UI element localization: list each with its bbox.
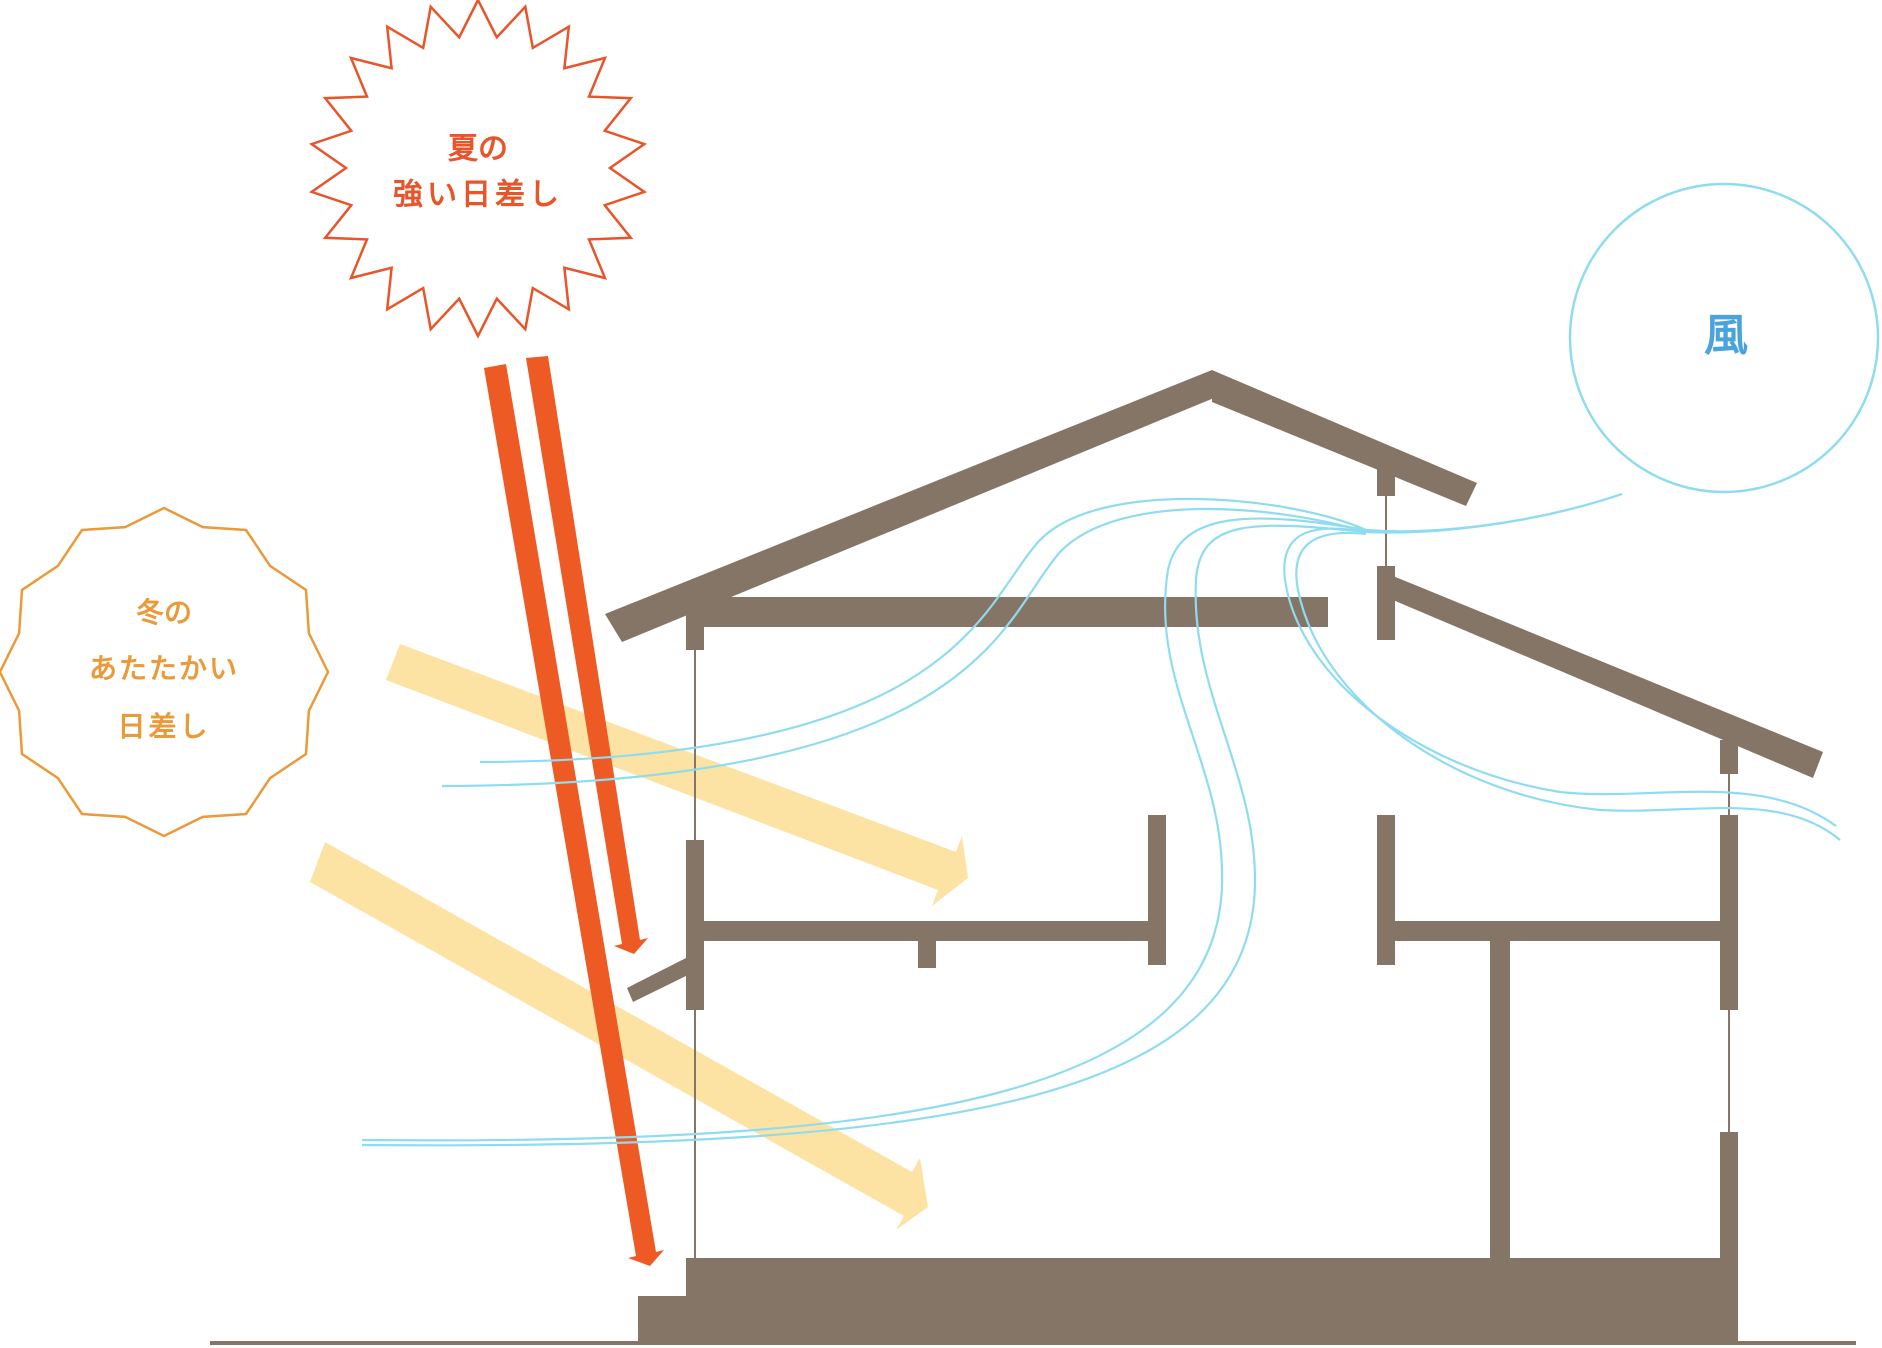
- right-wall-mid-post: [1720, 815, 1738, 1010]
- wind-label: 風: [1704, 310, 1748, 361]
- summer-sun-label-line1: 夏の: [448, 132, 508, 167]
- winter-sun-badge: 冬の あたたかい 日差し: [0, 506, 330, 838]
- ceiling-beam: [688, 597, 1328, 627]
- winter-sun-label-line3: 日差し: [117, 710, 210, 743]
- summer-sunlight-rays: [484, 356, 664, 1266]
- left-wall-top-post: [686, 610, 704, 650]
- foundation-slab: [686, 1258, 1738, 1343]
- right-floor-slab: [1395, 921, 1725, 941]
- summer-ray-right: [526, 356, 648, 954]
- foundation-step: [638, 1296, 690, 1343]
- winter-sun-label-line1: 冬の: [136, 596, 192, 629]
- second-floor-slab: [704, 921, 1148, 941]
- winter-sun-burst: [0, 506, 330, 838]
- vent-post-lower: [1377, 566, 1395, 640]
- roof-right-lower-slope: [1393, 576, 1823, 778]
- right-wall-lower-post: [1720, 1132, 1738, 1262]
- window-eave: [627, 958, 690, 1002]
- left-wall-mid-post: [686, 840, 704, 1010]
- wind-badge: 風: [1568, 182, 1880, 494]
- wind-circle: [1568, 182, 1880, 494]
- wind-stream-upper-2: [441, 492, 1623, 788]
- wind-stream-down-2: [361, 524, 1367, 1147]
- foundation-right-edge: [1730, 1258, 1738, 1343]
- right-wall-top-post: [1720, 740, 1738, 774]
- interior-column: [1490, 940, 1510, 1262]
- roof-left-slope: [605, 370, 1214, 642]
- summer-sun-badge: 夏の 強い日差し: [308, 0, 648, 339]
- summer-ray-left: [484, 364, 664, 1266]
- wind-stream-right-1: [1283, 527, 1837, 827]
- house-cross-section: [605, 370, 1823, 1343]
- vent-post-upper: [1377, 464, 1395, 496]
- wind-stream-down-1: [361, 517, 1367, 1142]
- inner-wall-left: [1148, 815, 1166, 965]
- winter-sun-label-line2: あたたかい: [89, 652, 239, 685]
- floor-beam-stub: [918, 940, 936, 968]
- inner-wall-right: [1377, 815, 1395, 965]
- wind-stream-right-2: [1295, 531, 1841, 841]
- summer-sun-burst: [308, 0, 648, 339]
- winter-ray-upper: [386, 644, 968, 906]
- wind-flow-lines: [361, 492, 1841, 1147]
- roof-right-upper-slope: [1212, 370, 1477, 506]
- summer-sun-label-line2: 強い日差し: [393, 178, 563, 213]
